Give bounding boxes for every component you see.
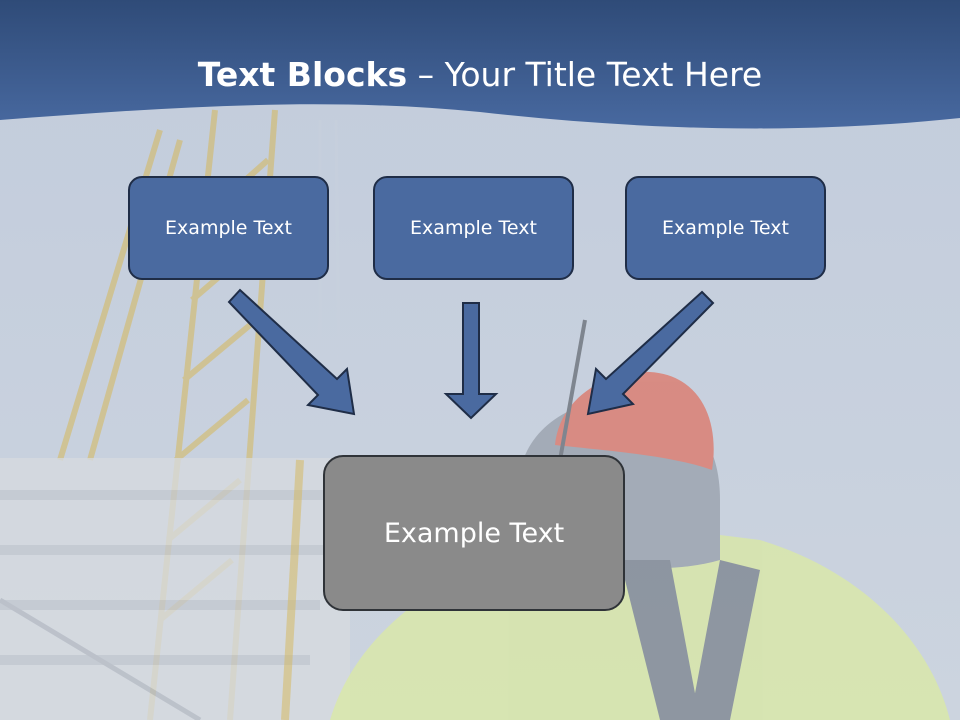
text-block-3-label: Example Text [662, 217, 789, 239]
header-band [0, 0, 960, 129]
title-rest: Your Title Text Here [444, 55, 763, 94]
title-bold: Text Blocks [197, 55, 408, 94]
text-block-2[interactable]: Example Text [373, 176, 574, 280]
text-block-1[interactable]: Example Text [128, 176, 329, 280]
title-dash: – [407, 55, 445, 94]
center-text-block-label: Example Text [383, 517, 565, 549]
arrow-left-diagonal-icon [227, 288, 356, 416]
slide-title: Text Blocks – Your Title Text Here [0, 52, 960, 98]
text-block-2-label: Example Text [410, 217, 537, 239]
center-text-block[interactable]: Example Text [323, 455, 625, 611]
text-block-3[interactable]: Example Text [625, 176, 826, 280]
arrow-down-icon [443, 302, 499, 420]
text-block-1-label: Example Text [165, 217, 292, 239]
arrow-right-diagonal-icon [586, 290, 715, 416]
